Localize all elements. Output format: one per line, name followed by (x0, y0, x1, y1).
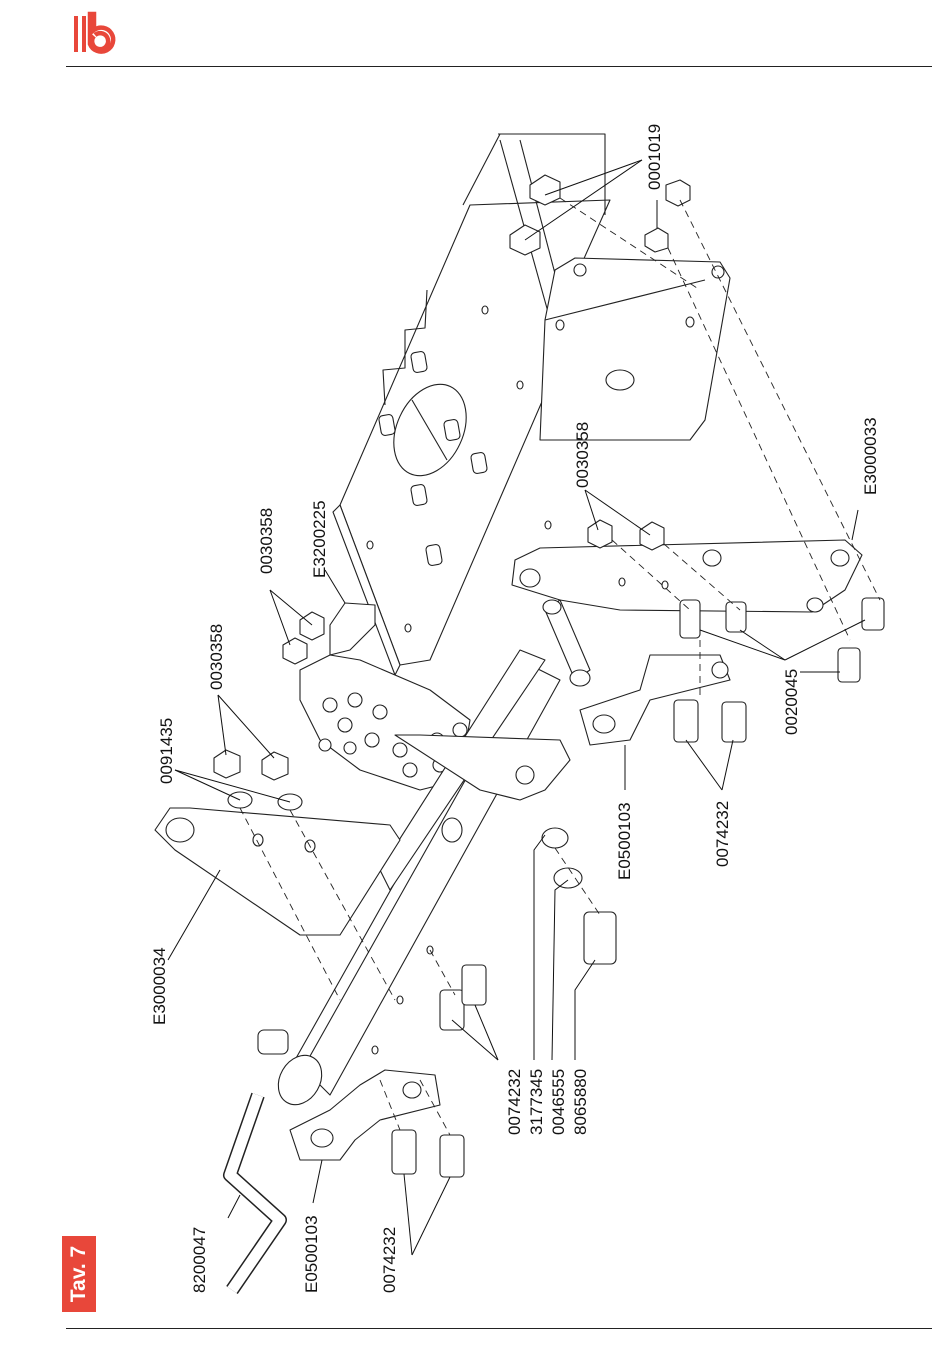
part-label: 0074232 (713, 801, 732, 867)
part-label: 0030358 (257, 508, 276, 574)
part-label: 0046555 (549, 1069, 568, 1135)
part-label: E0500103 (302, 1215, 321, 1293)
part-label: E3000033 (861, 417, 880, 495)
part-label: 0074232 (380, 1227, 399, 1293)
part-label: 0030358 (573, 422, 592, 488)
part-label: 0020045 (782, 669, 801, 735)
part-label: E0500103 (615, 802, 634, 880)
part-label: 0091435 (157, 718, 176, 784)
part-label: 0001019 (645, 124, 664, 190)
pivot-pin (543, 600, 590, 686)
part-label: E3200225 (310, 500, 329, 578)
rear-plate (540, 258, 730, 440)
part-label: E3000034 (150, 947, 169, 1025)
part-label: 8065880 (571, 1069, 590, 1135)
part-label: 0074232 (505, 1069, 524, 1135)
part-label: 3177345 (527, 1069, 546, 1135)
part-label: 8200047 (190, 1227, 209, 1293)
bent-handle-rod (230, 1095, 280, 1290)
right-side-plate (512, 521, 862, 612)
upper-right-bracket (580, 655, 730, 745)
part-label: 0030358 (207, 624, 226, 690)
